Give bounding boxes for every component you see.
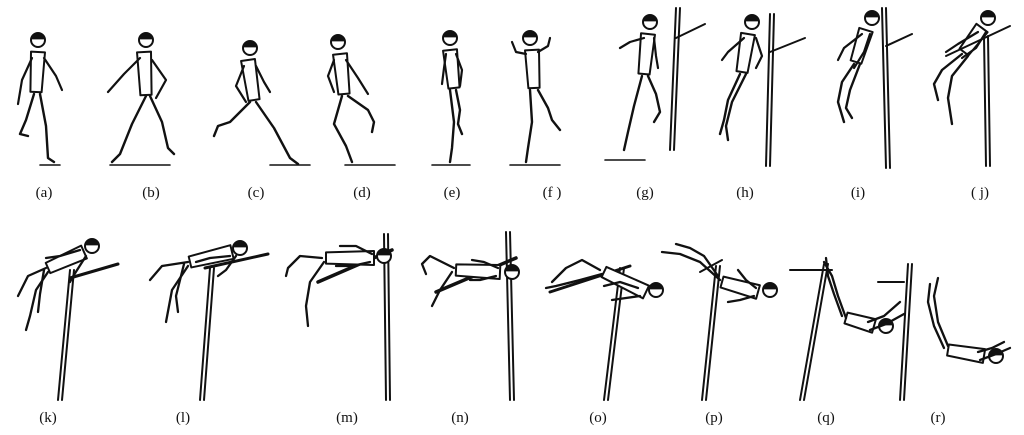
upright-p [701, 265, 721, 401]
frame-label-b: (b) [142, 185, 160, 201]
athlete-r [926, 276, 1012, 364]
upright-o [603, 267, 625, 401]
bar-l [203, 252, 270, 270]
athlete-p [660, 242, 778, 304]
frame-label-n: (n) [451, 410, 469, 426]
athlete-l [148, 240, 248, 324]
frame-label-h: (h) [736, 185, 754, 201]
athlete-a [16, 32, 64, 164]
frame-label-f: (f ) [542, 185, 562, 201]
upright-l [199, 267, 215, 401]
upright-n [505, 231, 515, 401]
frame-label-g: (g) [636, 185, 654, 201]
athlete-f [510, 30, 562, 164]
frame-label-o: (o) [589, 410, 607, 426]
upright-g [669, 7, 681, 151]
frame-label-i: (i) [850, 185, 866, 201]
athlete-i [836, 10, 880, 124]
frame-label-p: (p) [705, 410, 723, 426]
athlete-d [326, 34, 376, 164]
athlete-e [440, 30, 464, 164]
frame-label-j: ( j) [971, 185, 989, 201]
upright-i [881, 7, 891, 169]
frame-label-q: (q) [817, 410, 835, 426]
frame-label-c: (c) [247, 185, 265, 201]
frame-label-k: (k) [39, 410, 57, 426]
frame-label-d: (d) [353, 185, 371, 201]
athlete-b [106, 32, 176, 164]
athlete-j [932, 10, 996, 126]
upright-r [899, 263, 913, 401]
frame-label-m: (m) [336, 410, 358, 426]
bar-o [548, 264, 632, 294]
upright-k [57, 269, 75, 401]
frame-label-a: (a) [35, 185, 53, 201]
athlete-o [544, 258, 664, 302]
athlete-k [16, 238, 100, 332]
upright-q [799, 263, 829, 401]
athlete-g [618, 14, 662, 152]
athlete-c [212, 40, 300, 166]
bar-j [945, 25, 1011, 57]
athlete-h [718, 14, 764, 142]
bar-i [885, 33, 913, 47]
upright-j [983, 35, 991, 167]
frame-label-r: (r) [930, 410, 946, 426]
bar-h [769, 37, 806, 53]
frame-label-e: (e) [443, 185, 461, 201]
bar-g [675, 23, 706, 39]
bar-k [68, 262, 120, 280]
frame-label-l: (l) [175, 410, 191, 426]
upright-h [765, 13, 775, 167]
athlete-q [822, 256, 906, 334]
athlete-m [284, 244, 392, 328]
athlete-n [420, 254, 520, 308]
